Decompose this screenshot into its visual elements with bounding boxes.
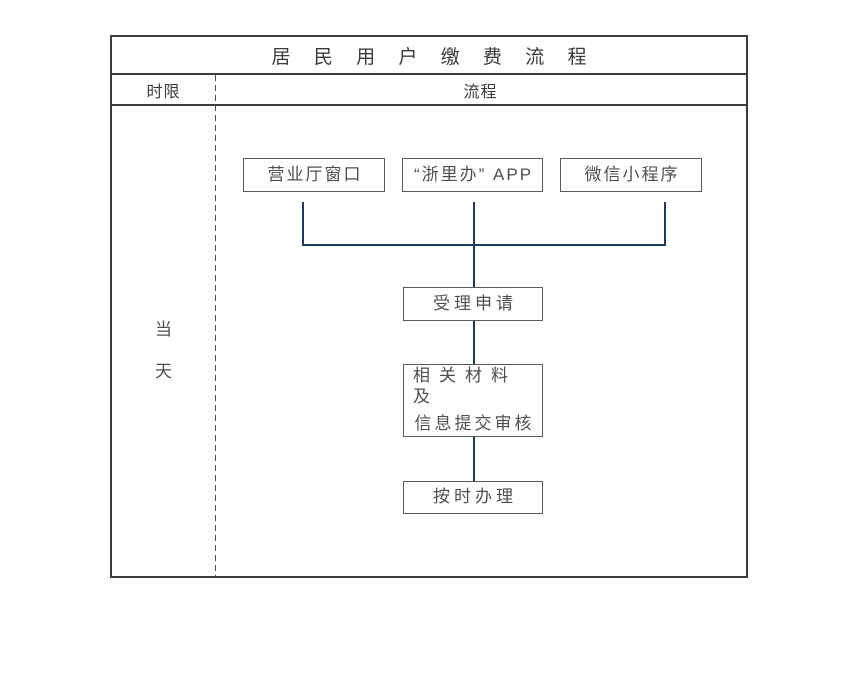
time-limit-char-1: 当: [155, 320, 172, 339]
column-divider-dashed-line: [215, 75, 216, 576]
node-accept-application: 受理申请: [403, 287, 543, 321]
flowchart-inner: 居 民 用 户 缴 费 流 程 时限 流程 当 天 营业厅窗口 “浙里办” AP…: [112, 37, 746, 576]
materials-review-line-2: 信息提交审核: [414, 414, 535, 434]
materials-review-line-1: 相关材料及: [413, 366, 517, 406]
node-handle-on-time: 按时办理: [403, 481, 543, 514]
connector-left-vertical: [302, 202, 304, 246]
connector-horizontal-bus: [303, 244, 666, 246]
column-header-process: 流程: [463, 83, 498, 101]
title-separator-line: [112, 73, 746, 75]
column-header-time-limit: 时限: [146, 83, 181, 101]
page-title: 居 民 用 户 缴 费 流 程: [271, 46, 596, 68]
node-wechat-mini-program: 微信小程序: [560, 158, 702, 192]
header-separator-line: [112, 104, 746, 106]
node-business-hall-window: 营业厅窗口: [243, 158, 385, 192]
node-materials-review: 相关材料及 信息提交审核: [403, 364, 543, 437]
connector-materials-to-handle: [473, 437, 475, 481]
connector-right-vertical: [664, 202, 666, 246]
connector-accept-to-materials: [473, 321, 475, 364]
time-limit-value: 当 天: [112, 315, 215, 382]
node-zheliban-app: “浙里办” APP: [402, 158, 543, 192]
time-limit-char-2: 天: [155, 362, 172, 381]
flowchart-frame: 居 民 用 户 缴 费 流 程 时限 流程 当 天 营业厅窗口 “浙里办” AP…: [110, 35, 748, 578]
